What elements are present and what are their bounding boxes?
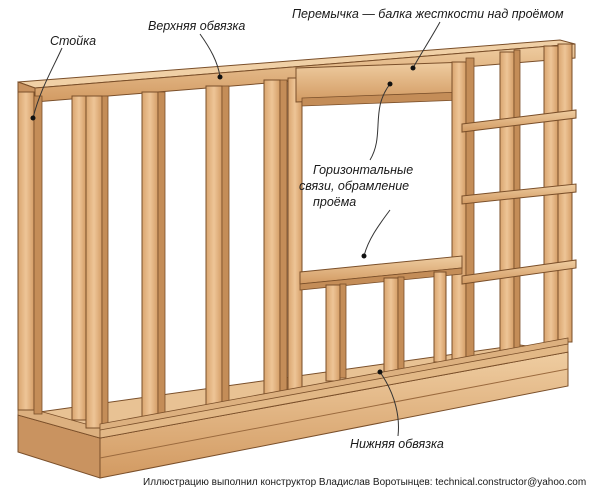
label-bottom-plate: Нижняя обвязка <box>350 437 444 451</box>
label-horizontal-ties-3: проёма <box>313 195 356 209</box>
credit-line: Иллюстрацию выполнил конструктор Владисл… <box>143 477 586 488</box>
label-horizontal-ties-2: связи, обрамление <box>299 179 409 193</box>
bottom-ledger <box>99 337 569 431</box>
label-header: Перемычка — балка жесткости над проёмом <box>292 7 564 21</box>
horizontal-ties <box>461 109 577 285</box>
leader-lines <box>32 21 441 437</box>
label-stud: Стойка <box>50 34 96 48</box>
opening-frame <box>287 57 475 393</box>
label-horizontal-ties-1: Горизонтальные <box>313 163 413 177</box>
callout-dots <box>30 65 416 375</box>
studs-left <box>17 79 288 429</box>
label-top-plate: Верхняя обвязка <box>148 19 245 33</box>
